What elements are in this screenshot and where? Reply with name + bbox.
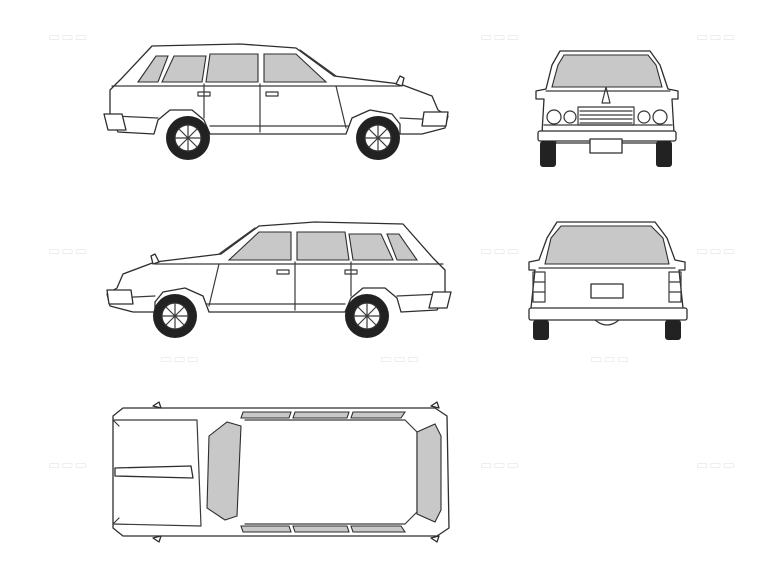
front-view <box>530 45 685 175</box>
wheel-rear <box>166 116 210 160</box>
watermark-stamp: ▭▭▭ <box>48 244 88 259</box>
watermark-stamp: ▭▭▭ <box>480 30 520 45</box>
watermark-stamp: ▭▭▭ <box>590 352 630 367</box>
wheel-front <box>356 116 400 160</box>
watermark-stamp: ▭▭▭ <box>480 458 520 473</box>
rear-view <box>525 218 690 348</box>
wheel-rear <box>345 294 389 338</box>
side-view-left <box>100 218 455 348</box>
watermark-stamp: ▭▭▭ <box>696 30 736 45</box>
watermark-stamp: ▭▭▭ <box>696 244 736 259</box>
watermark-stamp: ▭▭▭ <box>48 30 88 45</box>
top-view <box>105 401 455 543</box>
side-view-right <box>100 38 455 168</box>
watermark-stamp: ▭▭▭ <box>160 352 200 367</box>
watermark-stamp: ▭▭▭ <box>380 352 420 367</box>
watermark-stamp: ▭▭▭ <box>48 458 88 473</box>
watermark-stamp: ▭▭▭ <box>696 458 736 473</box>
watermark-stamp: ▭▭▭ <box>480 244 520 259</box>
wheel-front <box>153 294 197 338</box>
